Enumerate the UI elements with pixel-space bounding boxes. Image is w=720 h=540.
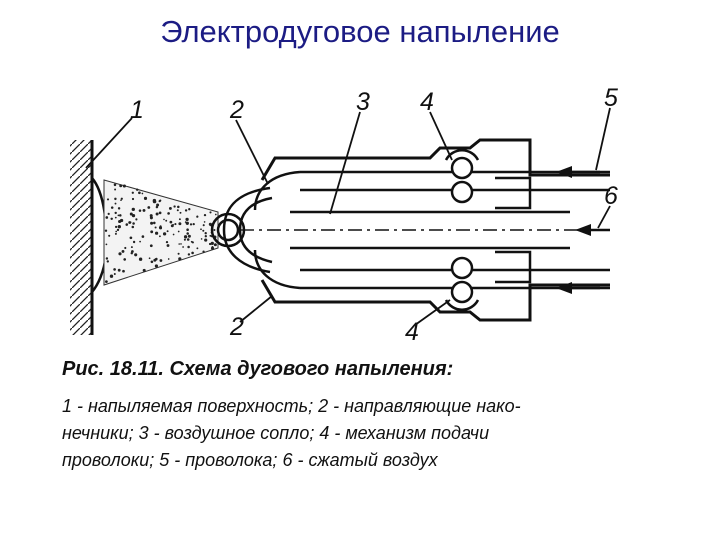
label-2-top: 2 <box>229 96 244 124</box>
air-nozzle <box>240 210 610 250</box>
feed-rollers <box>444 149 480 311</box>
label-6: 6 <box>604 182 618 210</box>
label-3: 3 <box>356 88 370 116</box>
label-2-bottom: 2 <box>229 313 244 341</box>
caption-heading: Рис. 18.11. Схема дугового напыления: <box>62 358 454 380</box>
label-4-bottom: 4 <box>405 318 419 346</box>
flow-arrows <box>556 166 610 294</box>
caption-line: нечники; 3 - воздушное сопло; 4 - механи… <box>62 423 490 443</box>
label-5: 5 <box>604 84 618 112</box>
leader-lines <box>85 107 611 326</box>
sprayed-surface <box>70 140 108 335</box>
caption-line: 1 - напыляемая поверхность; 2 - направля… <box>62 396 521 416</box>
spray-cone <box>103 179 219 286</box>
label-1: 1 <box>130 96 144 124</box>
caption-text: 1 - напыляемая поверхность; 2 - направля… <box>62 393 672 474</box>
slide-title: Электродуговое напыление <box>160 14 560 49</box>
label-4-top: 4 <box>420 88 434 116</box>
arc-spray-diagram: 1 2 3 4 5 6 2 4 <box>70 84 618 346</box>
caption-line: проволоки; 5 - проволока; 6 - сжатый воз… <box>62 450 438 470</box>
figure-caption: Рис. 18.11. Схема дугового напыления: 1 … <box>62 358 672 474</box>
gun-body <box>260 138 610 322</box>
